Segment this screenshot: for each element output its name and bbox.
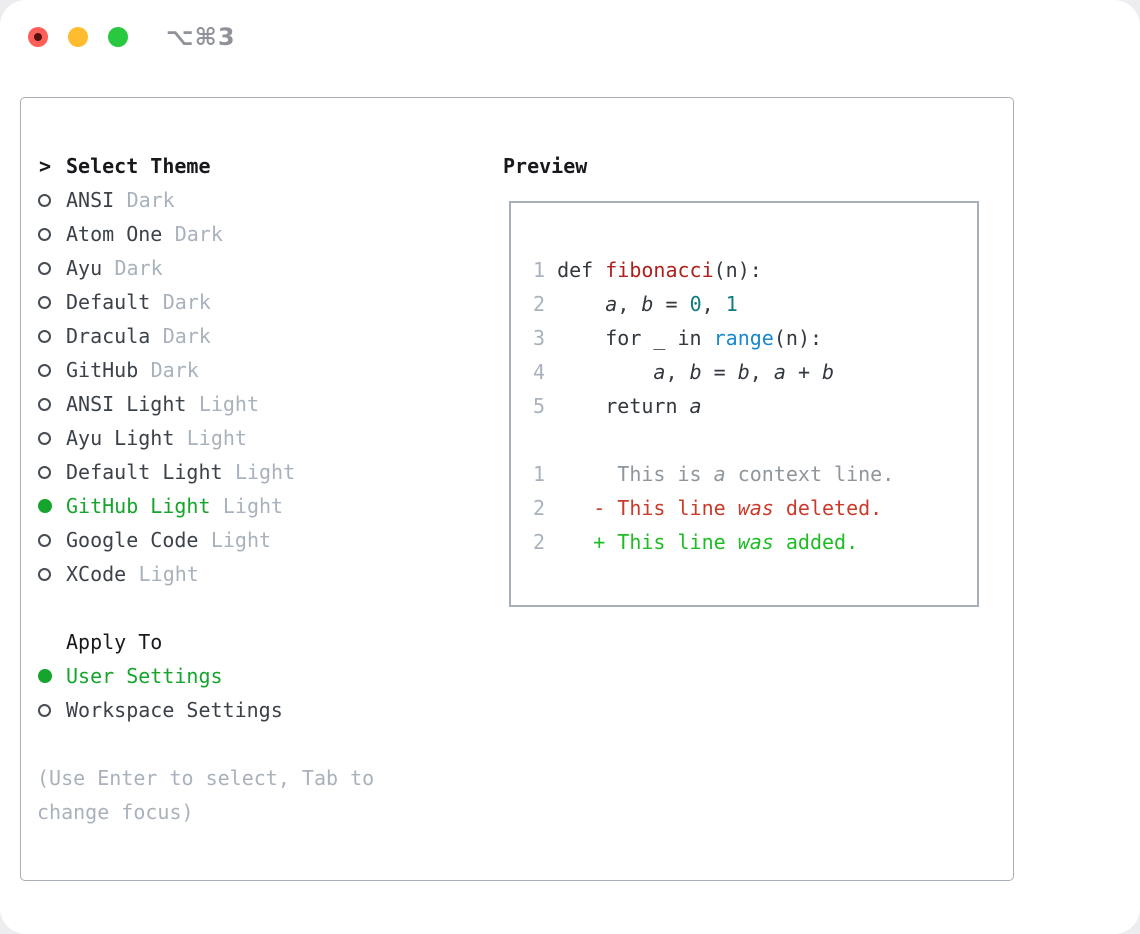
theme-option-default[interactable]: Default Dark (37, 285, 295, 319)
close-button[interactable] (28, 27, 48, 47)
radio-unselected-icon (38, 193, 51, 207)
preview-pane: 1 def fibonacci(n): 2 a, b = 0, 1 3 for _ … (509, 201, 979, 607)
radio-unselected-icon (38, 431, 51, 445)
theme-option-label: Default Light (66, 460, 223, 484)
theme-option-label: Ayu Light (66, 426, 175, 450)
selection-prompt: > (39, 154, 52, 178)
titlebar: ⌥⌘3 (28, 23, 236, 51)
radio-unselected-icon (38, 533, 51, 547)
theme-variant-tag: Dark (174, 222, 223, 246)
line-number: 2 (533, 530, 558, 554)
diff-added-line: 2 + This line was added. (533, 530, 859, 554)
window-title: ⌥⌘3 (166, 23, 236, 51)
theme-option-github[interactable]: GitHub Dark (37, 353, 295, 387)
line-number: 1 (533, 462, 558, 486)
radio-unselected-icon (38, 227, 51, 241)
radio-unselected-icon (38, 703, 51, 717)
theme-variant-tag: Light (222, 494, 284, 518)
theme-variant-tag: Light (210, 528, 272, 552)
theme-variant-tag: Light (186, 426, 247, 450)
radio-unselected-icon (38, 397, 51, 411)
theme-variant-tag: Light (234, 460, 296, 484)
theme-variant-tag: Dark (126, 188, 175, 212)
theme-option-label: Default (66, 290, 151, 314)
line-number: 5 (533, 394, 558, 418)
line-number: 4 (533, 360, 558, 384)
line-number: 2 (533, 292, 558, 316)
maximize-button[interactable] (108, 27, 128, 47)
theme-variant-tag: Dark (162, 324, 211, 348)
theme-option-default-light[interactable]: Default Light Light (37, 455, 295, 489)
help-text: (Use Enter to select, Tab to change focu… (37, 761, 374, 829)
line-number: 3 (533, 326, 558, 350)
help-text-line-1: (Use Enter to select, Tab to (37, 766, 375, 790)
theme-option-label: XCode (66, 562, 127, 586)
radio-selected-icon (38, 499, 52, 513)
theme-option-ansi-light[interactable]: ANSI Light Light (37, 387, 295, 421)
theme-option-ayu[interactable]: Ayu Dark (37, 251, 295, 285)
preview-title: Preview (503, 154, 588, 178)
code-line: 3 for _ in range(n): (533, 326, 823, 350)
apply-option-workspace-settings[interactable]: Workspace Settings (37, 693, 283, 727)
line-number: 1 (533, 258, 558, 282)
theme-option-label: ANSI (66, 188, 115, 212)
radio-unselected-icon (38, 295, 51, 309)
theme-option-atom-one[interactable]: Atom One Dark (37, 217, 295, 251)
theme-option-label: GitHub (66, 358, 139, 382)
theme-option-label: Dracula (66, 324, 151, 348)
code-line: 4 a, b = b, a + b (533, 360, 835, 384)
help-text-line-2: change focus) (37, 800, 194, 824)
code-preview: 1 def fibonacci(n): 2 a, b = 0, 1 3 for _ … (533, 253, 894, 559)
radio-unselected-icon (38, 363, 51, 377)
apply-option-label: User Settings (66, 664, 223, 688)
minimize-button[interactable] (68, 27, 88, 47)
diff-context-line: 1 This is a context line. (533, 462, 895, 486)
radio-unselected-icon (38, 465, 51, 479)
theme-variant-tag: Light (198, 392, 260, 416)
theme-variant-tag: Dark (150, 358, 199, 382)
theme-option-label: Google Code (66, 528, 199, 552)
theme-option-google-code[interactable]: Google Code Light (37, 523, 295, 557)
theme-menu-title: Select Theme (66, 154, 211, 178)
apply-to-title: Apply To (66, 630, 163, 654)
apply-to-header: Apply To (37, 625, 283, 659)
theme-menu-header: > Select Theme (37, 149, 295, 183)
line-number (533, 428, 557, 452)
theme-option-ayu-light[interactable]: Ayu Light Light (37, 421, 295, 455)
theme-option-label: ANSI Light (66, 392, 187, 416)
code-line: 2 a, b = 0, 1 (533, 292, 738, 316)
line-number: 2 (533, 496, 558, 520)
theme-variant-tag: Dark (162, 290, 211, 314)
code-line: 5 return a (533, 394, 702, 418)
diff-deleted-line: 2 - This line was deleted. (533, 496, 883, 520)
blank-line (533, 423, 894, 457)
radio-unselected-icon (38, 329, 51, 343)
theme-option-label: Ayu (66, 256, 103, 280)
theme-option-label: Atom One (66, 222, 163, 246)
apply-option-user-settings[interactable]: User Settings (37, 659, 283, 693)
theme-option-github-light[interactable]: GitHub Light Light (37, 489, 295, 523)
radio-unselected-icon (38, 261, 51, 275)
apply-option-label: Workspace Settings (66, 698, 283, 722)
theme-option-xcode[interactable]: XCode Light (37, 557, 295, 591)
radio-unselected-icon (38, 567, 51, 581)
unsaved-changes-dot (34, 33, 42, 41)
theme-variant-tag: Dark (114, 256, 163, 280)
code-line: 1 def fibonacci(n): (533, 258, 762, 282)
theme-option-ansi[interactable]: ANSI Dark (37, 183, 295, 217)
theme-variant-tag: Light (138, 562, 199, 586)
radio-selected-icon (38, 669, 52, 683)
theme-option-dracula[interactable]: Dracula Dark (37, 319, 295, 353)
theme-option-label: GitHub Light (66, 494, 211, 518)
